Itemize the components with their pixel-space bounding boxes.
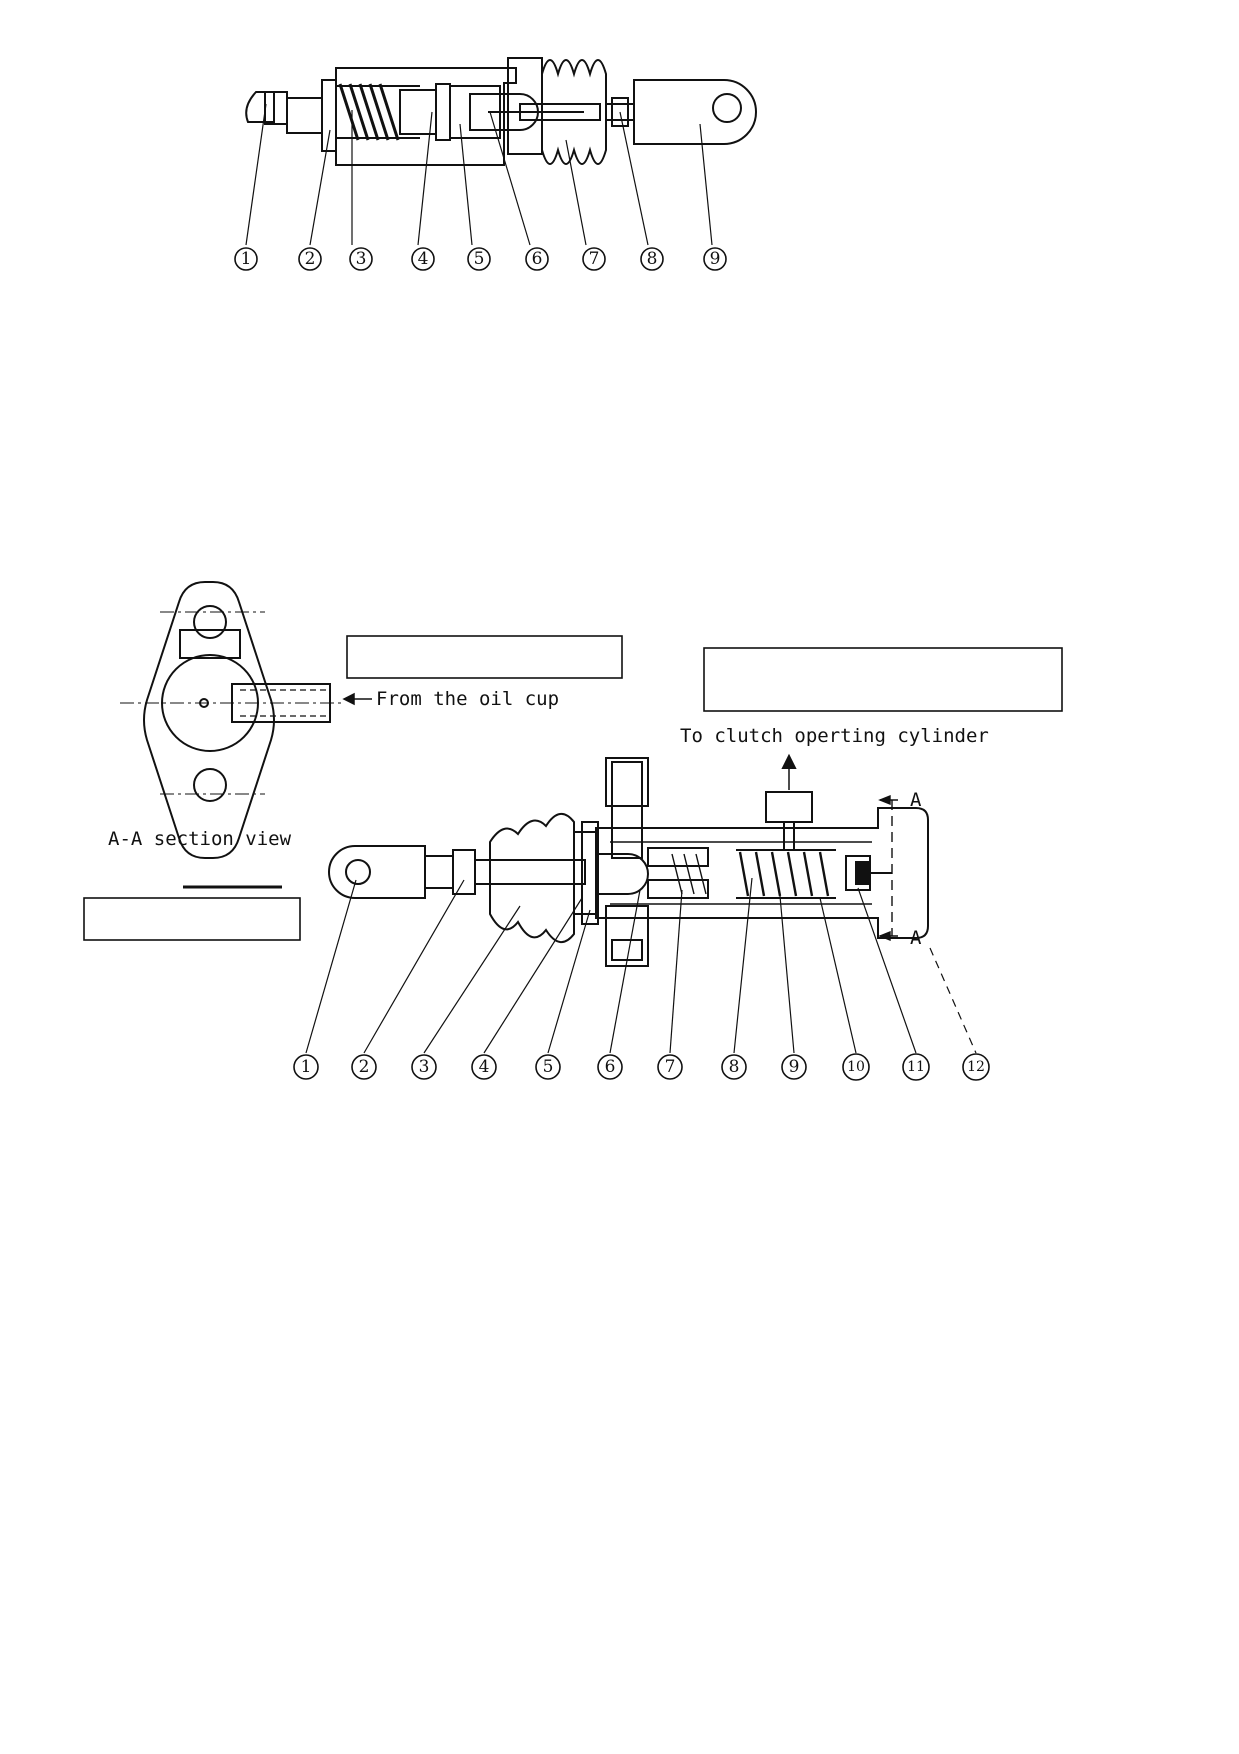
svg-text:7: 7 xyxy=(589,249,600,269)
top-callout-5: 5 xyxy=(467,247,491,271)
section-marker-a-bottom: A xyxy=(910,927,922,949)
bottom-callout-3: 3 xyxy=(411,1054,437,1080)
svg-text:8: 8 xyxy=(647,249,658,269)
section-view-label: A-A section view xyxy=(108,828,292,850)
bottom-callout-6: 6 xyxy=(597,1054,623,1080)
svg-text:6: 6 xyxy=(532,249,543,269)
svg-text:10: 10 xyxy=(847,1059,865,1075)
blank-label-box-left xyxy=(83,897,301,941)
master-cylinder-drawing xyxy=(305,753,977,1054)
svg-text:4: 4 xyxy=(479,1057,490,1077)
svg-text:2: 2 xyxy=(305,249,316,269)
section-view-drawing xyxy=(120,581,345,859)
inlet-arrow xyxy=(342,692,372,706)
bottom-callout-4: 4 xyxy=(471,1054,497,1080)
bottom-callouts: 1 2 3 4 5 6 7 8 9 10 11 12 xyxy=(293,1053,990,1081)
top-callout-9: 9 xyxy=(703,247,727,271)
bottom-callout-2: 2 xyxy=(351,1054,377,1080)
svg-text:3: 3 xyxy=(419,1057,430,1077)
svg-text:2: 2 xyxy=(359,1057,370,1077)
bottom-callout-9: 9 xyxy=(781,1054,807,1080)
top-callout-4: 4 xyxy=(411,247,435,271)
svg-text:9: 9 xyxy=(710,249,721,269)
top-callout-6: 6 xyxy=(525,247,549,271)
top-callout-7: 7 xyxy=(582,247,606,271)
blank-label-box-right xyxy=(703,647,1063,712)
to-cylinder-label: To clutch operting cylinder xyxy=(680,725,989,747)
top-callout-2: 2 xyxy=(298,247,322,271)
top-callout-1: 1 xyxy=(234,247,258,271)
bottom-callout-11: 11 xyxy=(902,1053,930,1081)
blank-label-box-top xyxy=(346,635,623,679)
svg-text:5: 5 xyxy=(474,249,485,269)
section-marker-a-top: A xyxy=(910,789,922,811)
top-cylinder-drawing xyxy=(245,57,757,246)
svg-text:5: 5 xyxy=(543,1057,554,1077)
svg-text:11: 11 xyxy=(907,1059,925,1075)
bottom-callout-7: 7 xyxy=(657,1054,683,1080)
svg-text:12: 12 xyxy=(967,1059,985,1075)
svg-text:9: 9 xyxy=(789,1057,800,1077)
from-oil-cup-label: From the oil cup xyxy=(376,688,559,710)
svg-text:7: 7 xyxy=(665,1057,676,1077)
bottom-callout-1: 1 xyxy=(293,1054,319,1080)
svg-text:3: 3 xyxy=(356,249,367,269)
svg-text:4: 4 xyxy=(418,249,429,269)
svg-text:1: 1 xyxy=(241,249,252,269)
svg-text:1: 1 xyxy=(301,1057,312,1077)
bottom-callout-10: 10 xyxy=(842,1053,870,1081)
bottom-callout-5: 5 xyxy=(535,1054,561,1080)
svg-text:6: 6 xyxy=(605,1057,616,1077)
bottom-callout-8: 8 xyxy=(721,1054,747,1080)
top-callout-8: 8 xyxy=(640,247,664,271)
bottom-callout-12: 12 xyxy=(962,1053,990,1081)
top-callout-3: 3 xyxy=(349,247,373,271)
top-callouts: 1 2 3 4 5 6 7 8 9 xyxy=(234,247,727,271)
svg-text:8: 8 xyxy=(729,1057,740,1077)
